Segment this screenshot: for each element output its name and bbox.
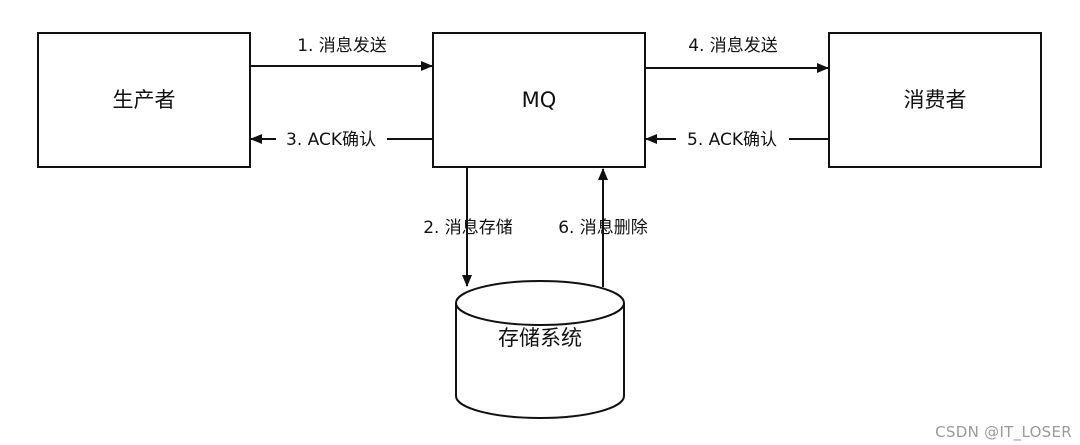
storage-label: 存储系统 — [498, 326, 582, 350]
producer-node: 生产者 — [37, 32, 251, 168]
edge-2-label: 2. 消息存储 — [423, 218, 513, 238]
consumer-label: 消费者 — [904, 88, 967, 112]
edge-2-store: 2. 消息存储 — [423, 168, 513, 287]
storage-cylinder-node: 存储系统 — [455, 280, 625, 419]
edge-4-send-to-consumer: 4. 消息发送 — [645, 36, 829, 73]
edge-6-label: 6. 消息删除 — [558, 218, 648, 238]
edge-1-label: 1. 消息发送 — [297, 36, 387, 56]
edge-3-ack-to-producer: 3. ACK确认 — [250, 130, 433, 150]
edge-4-label: 4. 消息发送 — [688, 36, 778, 56]
edge-1-send-to-mq: 1. 消息发送 — [250, 36, 433, 71]
mq-label: MQ — [522, 88, 557, 112]
edge-3-label: 3. ACK确认 — [286, 130, 376, 150]
watermark: CSDN @IT_LOSER — [935, 423, 1072, 441]
edge-5-label: 5. ACK确认 — [687, 130, 777, 150]
mq-node: MQ — [432, 32, 646, 168]
edge-6-delete: 6. 消息删除 — [558, 168, 648, 287]
producer-label: 生产者 — [113, 88, 176, 112]
edge-5-ack-to-mq: 5. ACK确认 — [645, 130, 829, 150]
consumer-node: 消费者 — [828, 32, 1042, 168]
